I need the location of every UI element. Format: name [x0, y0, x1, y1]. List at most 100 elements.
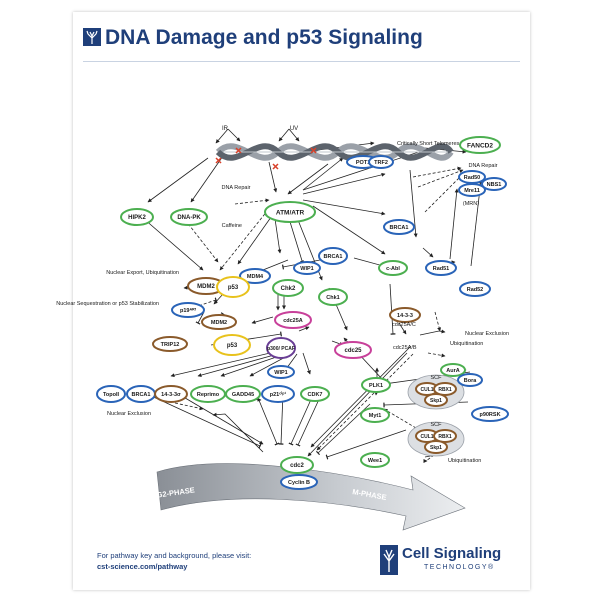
node-shape: [216, 276, 250, 298]
node-shape: [440, 363, 466, 377]
label-dna-repair-left: DNA Repair: [221, 185, 250, 191]
node-label: cdc2: [290, 463, 304, 469]
node-shape: [280, 474, 318, 490]
node-label: Skp1: [430, 398, 442, 404]
node-label: 14-3-3: [397, 313, 413, 319]
node-shape: [272, 279, 304, 297]
node-shape: [201, 314, 237, 330]
node-shape: [424, 393, 448, 407]
node-shape: [152, 336, 188, 352]
node-shape: [481, 177, 507, 191]
node-label: p90RSK: [479, 412, 500, 418]
brand-tree-icon: [380, 545, 398, 575]
label-ir: IR: [222, 126, 229, 132]
node-mdm2-mid: MDM2: [201, 314, 237, 330]
node-shape: [433, 382, 457, 396]
node-chk1: Chk1: [318, 288, 348, 306]
node-label: BRCA1: [132, 392, 151, 398]
node-shape: [459, 136, 501, 154]
brand-name: Cell Signaling: [402, 545, 502, 562]
node-myt1: Myt1: [360, 407, 390, 423]
node-label: Skp1: [430, 445, 442, 451]
node-skp1b: Skp1: [424, 440, 448, 454]
node-shape: [154, 385, 188, 403]
node-p300: p300/ PCAF: [266, 337, 296, 359]
node-dnapk: DNA-PK: [170, 208, 208, 226]
node-cdc2: cdc2: [280, 456, 314, 474]
node-shape: [318, 247, 348, 265]
footer-url[interactable]: cst-science.com/pathway: [97, 562, 188, 571]
label-ubiq-r2: Ubiquitination: [448, 458, 481, 464]
pathway-diagram: POT1TRF2FANCD2Rad50NBS1Mre11HIPK2DNA-PKA…: [56, 126, 509, 531]
node-label: RBX1: [438, 434, 452, 440]
brand-block: Cell Signaling TECHNOLOGY®: [380, 545, 520, 581]
node-shape: [368, 155, 394, 169]
tree-logo-icon: [83, 28, 101, 46]
label-nuclear-export: Nuclear Export, Ubiquitination: [106, 270, 179, 276]
node-shape: [213, 334, 251, 356]
label-mrn: (MRN): [463, 201, 479, 207]
node-label: CDK7: [308, 392, 323, 398]
node-label: Rad51: [433, 266, 450, 272]
node-label: Chk2: [281, 286, 296, 292]
node-label: AurA: [446, 368, 459, 374]
node-shape: [225, 385, 261, 403]
dna-helix: [215, 143, 454, 170]
node-shape: [458, 183, 486, 197]
node-p21: p21ᶜⁱᵖ¹: [261, 385, 295, 403]
node-wee1: Wee1: [360, 452, 390, 468]
node-label: c-Abl: [386, 266, 400, 272]
node-label: HIPK2: [128, 215, 146, 221]
label-nuclear-exclusion-r: Nuclear Exclusion: [465, 331, 509, 337]
label-scf1: SCF: [431, 375, 443, 381]
node-shape: [171, 302, 205, 318]
node-s1433: 14-3-3: [389, 307, 421, 323]
node-shape: [378, 260, 408, 276]
node-shape: [120, 208, 154, 226]
node-label: Mre11: [464, 188, 480, 194]
node-skp1a: Skp1: [424, 393, 448, 407]
node-s1433s: 14-3-3σ: [154, 385, 188, 403]
node-label: BRCA1: [390, 225, 409, 231]
node-shape: [361, 377, 391, 393]
node-mdm4: MDM4: [239, 268, 271, 284]
node-rbx1a: RBX1: [433, 382, 457, 396]
node-shape: [360, 407, 390, 423]
node-shape: [274, 311, 312, 329]
node-nbs1: NBS1: [481, 177, 507, 191]
node-mre11: Mre11: [458, 183, 486, 197]
node-shape: [261, 385, 295, 403]
node-label: GADD45: [232, 392, 254, 398]
label-nuclear-seq: Nuclear Sequestration or p53 Stabilizati…: [56, 301, 159, 307]
node-label: p19ᴬᴿᶠ: [180, 306, 197, 314]
node-rbx1b: RBX1: [433, 429, 457, 443]
node-label: MDM2: [197, 284, 215, 290]
node-shape: [383, 219, 415, 235]
node-label: WIP1: [300, 266, 313, 272]
node-label: p300/ PCAF: [267, 346, 295, 352]
node-label: Reprimo: [197, 392, 220, 398]
label-telomeres: Critically Short Telomeres: [397, 141, 460, 147]
node-label: p21ᶜⁱᵖ¹: [270, 389, 287, 398]
node-fancd2: FANCD2: [459, 136, 501, 154]
node-label: NBS1: [487, 182, 502, 188]
pathway-edges: [135, 128, 483, 463]
node-shape: [280, 456, 314, 474]
node-label: RBX1: [438, 387, 452, 393]
node-shape: [266, 337, 296, 359]
node-shape: [457, 373, 483, 387]
node-shape: [264, 201, 316, 223]
node-shape: [267, 365, 295, 379]
label-caffeine: Caffeine: [222, 223, 242, 229]
node-aura: AurA: [440, 363, 466, 377]
node-trip12: TRIP12: [152, 336, 188, 352]
node-label: POT1: [356, 160, 370, 166]
node-shape: [389, 307, 421, 323]
node-label: p53: [228, 285, 239, 291]
node-shape: [300, 386, 330, 402]
node-label: PLK1: [369, 383, 383, 389]
node-label: WIP1: [274, 370, 287, 376]
node-label: Chk1: [326, 295, 339, 301]
node-p19arf: p19ᴬᴿᶠ: [171, 302, 205, 318]
